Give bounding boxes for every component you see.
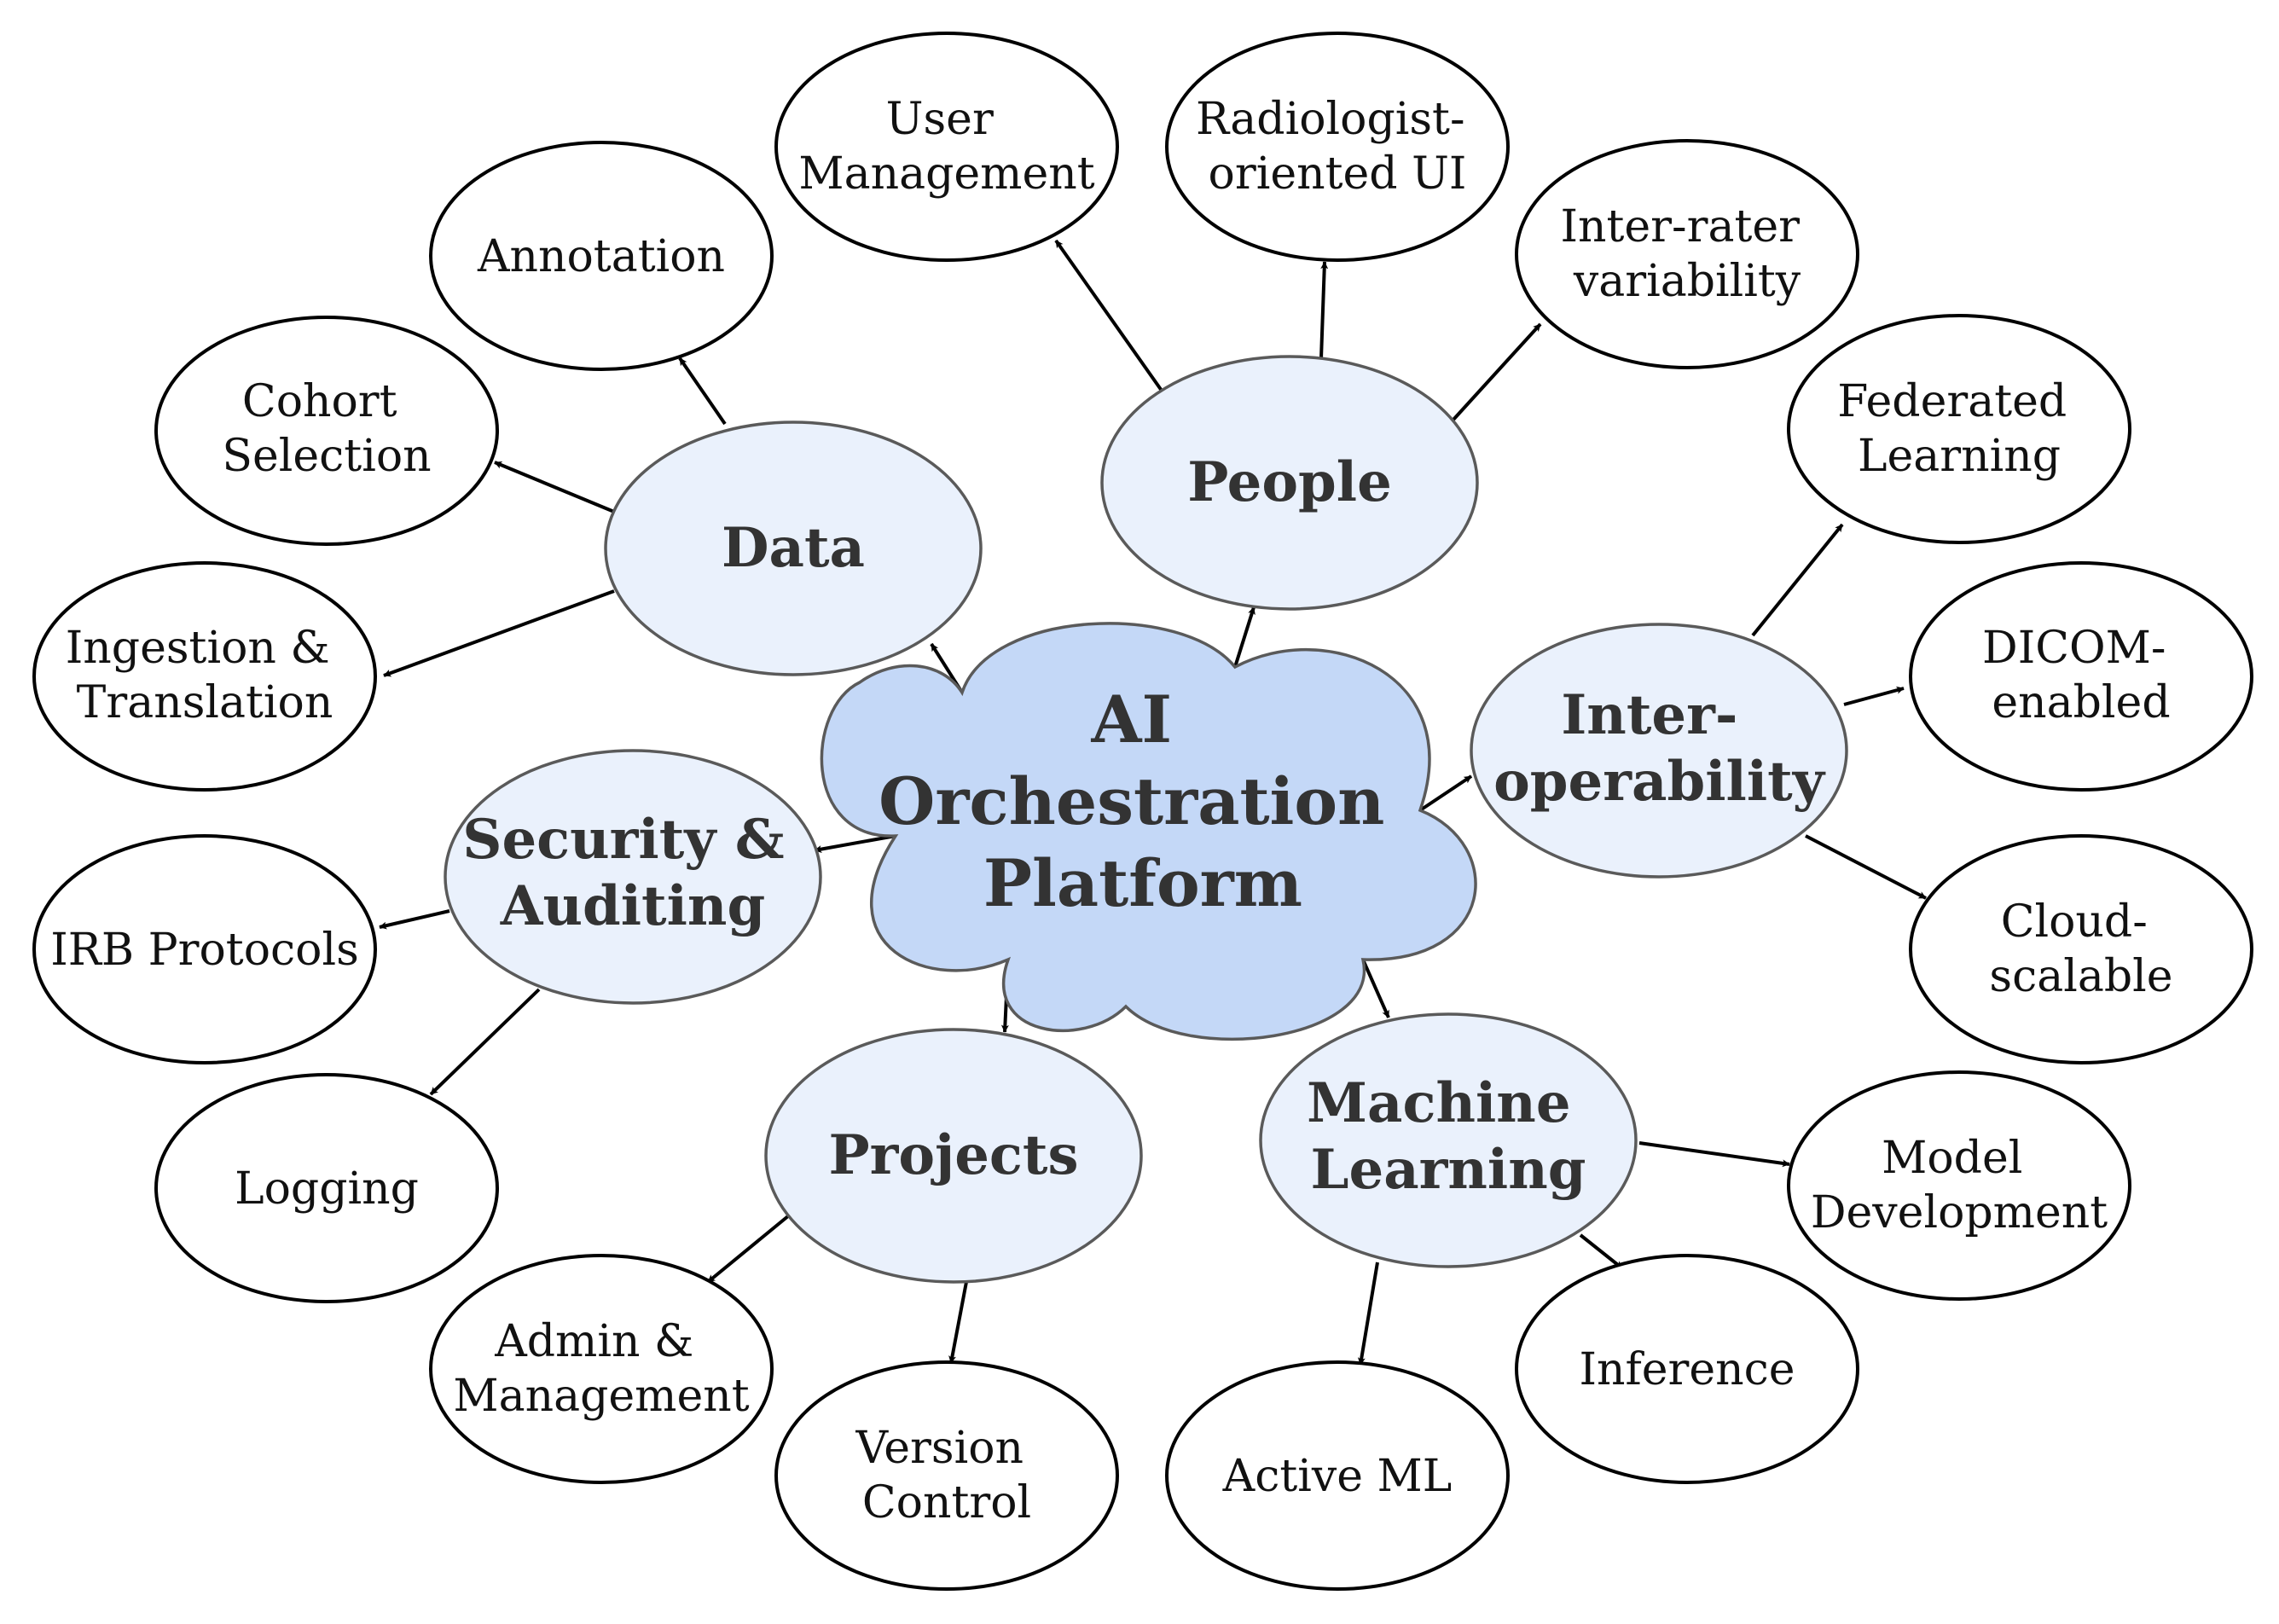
edge-interop-to-dicom [1843, 686, 1905, 706]
category-label: Inter- operability [1493, 683, 1826, 814]
leaf-ellipse [32, 834, 377, 1064]
edge-data-to-annotation [678, 357, 727, 426]
category-ellipse [1259, 1012, 1638, 1268]
edge-people-to-user-management [1054, 239, 1163, 392]
category-label: Machine Learning [1307, 1071, 1590, 1202]
category-ellipse [604, 420, 983, 676]
edge-ml-to-inference [1579, 1233, 1624, 1270]
leaf-label: Ingestion & Translation [66, 623, 344, 728]
category-node-interoperability: Inter- operability [1470, 623, 1848, 879]
edge-projects-to-admin [706, 1214, 791, 1284]
leaf-node-radiologist-ui: Radiologist- oriented UI [1165, 32, 1510, 262]
leaf-node-logging: Logging [154, 1073, 499, 1303]
leaf-node-cohort-selection: Cohort Selection [154, 316, 499, 546]
leaf-ellipse [1165, 1360, 1510, 1591]
category-node-people: People [1100, 355, 1479, 611]
edge-interop-to-cloud [1805, 834, 1927, 900]
leaf-ellipse [1787, 314, 2131, 544]
leaf-ellipse [32, 561, 377, 792]
leaf-node-version-control: Version Control [774, 1360, 1119, 1591]
edge-ml-to-active-ml [1357, 1262, 1379, 1366]
edge-ml-to-model-dev [1638, 1141, 1790, 1168]
leaf-label: Logging [235, 1163, 419, 1215]
leaf-node-annotation: Annotation [429, 141, 774, 371]
leaf-label: Inference [1579, 1344, 1795, 1395]
category-ellipse [1470, 623, 1848, 879]
leaf-node-model-development: Model Development [1787, 1070, 2131, 1301]
edge-people-to-inter-rater [1452, 322, 1542, 421]
leaf-node-cloud-scalable: Cloud- scalable [1909, 834, 2253, 1064]
leaf-ellipse [429, 141, 774, 371]
leaf-node-federated-learning: Federated Learning [1787, 314, 2131, 544]
category-label: Data [722, 516, 865, 580]
edge-data-to-ingestion [383, 589, 615, 677]
category-node-data: Data [604, 420, 983, 676]
leaf-node-admin-management: Admin & Management [429, 1254, 774, 1484]
center-title-line: Platform [983, 845, 1302, 921]
category-node-projects: Projects [764, 1028, 1143, 1284]
cloud-shape [820, 622, 1477, 1041]
leaf-ellipse [429, 1254, 774, 1484]
leaf-ellipse [154, 1073, 499, 1303]
edge-interop-to-federated [1751, 523, 1844, 637]
category-label: People [1187, 450, 1392, 514]
category-label: Projects [829, 1123, 1079, 1187]
edge-data-to-cohort [494, 461, 615, 513]
leaf-ellipse [1515, 139, 1859, 369]
leaf-label: Admin & Management [453, 1316, 749, 1422]
leaf-ellipse [1165, 32, 1510, 262]
leaf-ellipse [1909, 561, 2253, 792]
leaf-label: User Management [798, 94, 1094, 200]
leaf-label: Radiologist- oriented UI [1196, 94, 1479, 200]
leaf-ellipse [1909, 834, 2253, 1064]
leaf-label: IRB Protocols [50, 925, 359, 976]
leaf-label: Annotation [477, 231, 725, 282]
leaf-label: Model Development [1811, 1133, 2108, 1238]
category-node-security: Security & Auditing [444, 749, 822, 1005]
leaf-label: Active ML [1222, 1451, 1453, 1502]
edge-projects-to-version [948, 1281, 968, 1364]
center-node: AI Orchestration Platform [820, 622, 1477, 1041]
leaf-node-dicom: DICOM- enabled [1909, 561, 2253, 792]
edge-center-to-interoperability [1418, 774, 1473, 812]
category-ellipse [444, 749, 822, 1005]
category-node-machine-learning: Machine Learning [1259, 1012, 1638, 1268]
center-title: AI Orchestration Platform [879, 682, 1407, 921]
center-title-line: Orchestration [879, 763, 1384, 839]
leaf-label: Cloud- scalable [1989, 896, 2172, 1002]
leaf-node-active-ml: Active ML [1165, 1360, 1510, 1591]
leaf-node-user-management: User Management [774, 32, 1119, 262]
leaf-node-irb-protocols: IRB Protocols [32, 834, 377, 1064]
edge-security-to-logging [429, 988, 541, 1096]
leaf-ellipse [1515, 1254, 1859, 1484]
edge-security-to-irb [379, 909, 450, 930]
leaf-ellipse [774, 32, 1119, 262]
category-ellipse [764, 1028, 1143, 1284]
edge-center-to-people [1233, 606, 1255, 668]
leaf-label: Version Control [855, 1423, 1037, 1528]
category-ellipse [1100, 355, 1479, 611]
leaf-ellipse [1787, 1070, 2131, 1301]
leaf-label: Cohort Selection [222, 376, 431, 482]
edge-people-to-radiologist-ui [1319, 261, 1329, 359]
center-title-line: AI [1091, 682, 1173, 757]
leaf-node-inter-rater: Inter-rater variability [1515, 139, 1859, 369]
leaf-ellipse [774, 1360, 1119, 1591]
leaf-label: Inter-rater variability [1560, 201, 1813, 307]
leaf-label: Federated Learning [1837, 376, 2080, 482]
edge-center-to-machine-learning [1361, 959, 1390, 1018]
edge-center-to-security [814, 834, 896, 853]
leaf-node-ingestion: Ingestion & Translation [32, 561, 377, 792]
leaf-ellipse [154, 316, 499, 546]
leaf-node-inference: Inference [1515, 1254, 1859, 1484]
category-label: Security & Auditing [462, 808, 803, 938]
leaf-label: DICOM- enabled [1982, 623, 2180, 728]
edges [379, 239, 1927, 1366]
